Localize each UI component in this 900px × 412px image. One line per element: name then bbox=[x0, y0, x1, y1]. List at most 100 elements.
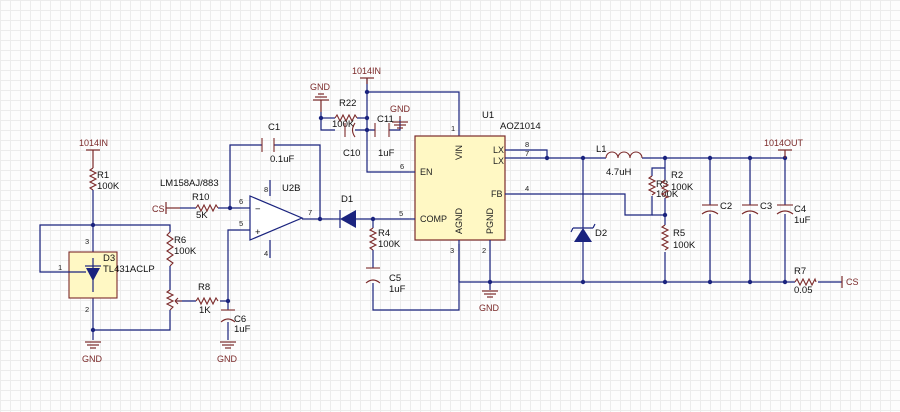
resistor-r1[interactable]: R1 100K bbox=[88, 167, 120, 195]
u1-pin-num-en: 6 bbox=[400, 162, 404, 171]
r22-value: 100K bbox=[332, 119, 355, 130]
gnd-label-d3: GND bbox=[82, 354, 103, 364]
u1-part: AOZ1014 bbox=[500, 121, 541, 132]
u1-ref: U1 bbox=[482, 110, 494, 121]
r7-ref: R7 bbox=[794, 266, 806, 277]
u2b-pin-vminus: 4 bbox=[264, 249, 268, 258]
d3-pin-ref: 1 bbox=[58, 263, 62, 272]
ic-d3-tl431[interactable]: D3 TL431ACLP 1 3 2 bbox=[58, 237, 155, 314]
r10-value: 5K bbox=[196, 210, 208, 221]
r3-value: 100K bbox=[656, 189, 679, 200]
r7-value: 0.05 bbox=[794, 285, 813, 296]
junction-dots bbox=[90, 89, 788, 333]
r5-ref: R5 bbox=[673, 228, 685, 239]
u1-pin-fb-label: FB bbox=[491, 189, 503, 199]
r3-ref: R3 bbox=[656, 179, 668, 190]
capacitor-c2[interactable]: C2 bbox=[701, 201, 732, 215]
r4-ref: R4 bbox=[378, 228, 390, 239]
resistor-r7[interactable]: R7 0.05 bbox=[794, 266, 817, 296]
gnd-symbol-c6[interactable]: GND bbox=[217, 341, 238, 364]
r1-value: 100K bbox=[97, 181, 120, 192]
r5-value: 100K bbox=[673, 240, 696, 251]
ic-u1-aoz1014[interactable]: U1 AOZ1014 EN COMP LX LX FB VIN AGND PGN… bbox=[399, 110, 541, 255]
c2-ref: C2 bbox=[720, 201, 732, 212]
net-label-1014out: 1014OUT bbox=[764, 138, 804, 148]
gnd-label-c6: GND bbox=[217, 354, 238, 364]
resistor-r2[interactable]: R2 100K bbox=[660, 170, 694, 199]
gnd-symbol-top-left[interactable]: GND bbox=[310, 82, 331, 112]
u1-pin-num-fb: 4 bbox=[525, 184, 529, 193]
u1-pin-num-lx1: 8 bbox=[525, 140, 529, 149]
capacitor-c6[interactable]: C6 1uF bbox=[220, 309, 251, 335]
c3-ref: C3 bbox=[760, 201, 772, 212]
d3-part: TL431ACLP bbox=[103, 264, 155, 275]
power-port-1014out[interactable]: 1014OUT bbox=[764, 138, 804, 158]
resistor-r3[interactable]: R3 100K bbox=[647, 175, 679, 200]
c4-ref: C4 bbox=[794, 204, 806, 215]
gnd-label-top-right: GND bbox=[390, 104, 411, 114]
c1-ref: C1 bbox=[268, 122, 280, 133]
gnd-symbol-d3[interactable]: GND bbox=[82, 341, 103, 364]
c6-value: 1uF bbox=[234, 324, 251, 335]
cs-label-left: CS bbox=[152, 204, 165, 214]
resistor-r4[interactable]: R4 100K bbox=[368, 227, 401, 251]
net-label-1014in-left: 1014IN bbox=[79, 138, 108, 148]
resistor-r6[interactable]: R6 100K bbox=[166, 231, 197, 268]
c6-ref: C6 bbox=[234, 314, 246, 325]
r6-value: 100K bbox=[174, 246, 197, 257]
u1-pin-num-agnd: 3 bbox=[450, 246, 454, 255]
r6-ref: R6 bbox=[174, 235, 186, 246]
u1-pin-num-comp: 5 bbox=[399, 209, 403, 218]
u1-pin-vin-label: VIN bbox=[454, 145, 464, 160]
capacitor-c5[interactable]: C5 1uF bbox=[365, 267, 406, 295]
power-port-1014in-left[interactable]: 1014IN bbox=[79, 138, 108, 168]
cs-label-right: CS bbox=[846, 277, 859, 287]
gnd-symbol-u1[interactable]: GND bbox=[479, 290, 500, 313]
potentiometer-r6-wiper[interactable] bbox=[165, 289, 182, 311]
capacitor-c4[interactable]: C4 1uF bbox=[776, 204, 811, 226]
u2b-part: LM158AJ/883 bbox=[160, 178, 219, 189]
diode-d2[interactable]: D2 bbox=[570, 222, 607, 244]
r2-value: 100K bbox=[671, 182, 694, 193]
cs-port-right[interactable]: CS bbox=[841, 276, 859, 288]
u1-pin-comp-label: COMP bbox=[420, 214, 447, 224]
diode-d1[interactable]: D1 bbox=[333, 194, 360, 228]
c4-value: 1uF bbox=[794, 215, 811, 226]
r22-ref: R22 bbox=[339, 98, 356, 109]
capacitor-c1[interactable]: C1 0.1uF bbox=[261, 122, 294, 165]
d1-ref: D1 bbox=[341, 194, 353, 205]
gnd-symbol-top-right[interactable]: GND bbox=[390, 104, 411, 129]
power-port-1014in-top[interactable]: 1014IN bbox=[352, 66, 381, 84]
u1-pin-lx1-label: LX bbox=[493, 145, 504, 155]
u1-pin-num-pgnd: 2 bbox=[482, 246, 486, 255]
l1-ref: L1 bbox=[596, 144, 607, 155]
cs-port-left[interactable]: CS bbox=[152, 202, 180, 214]
gnd-label-top-left: GND bbox=[310, 82, 331, 92]
r8-value: 1K bbox=[199, 305, 211, 316]
c5-ref: C5 bbox=[389, 273, 401, 284]
c11-value: 1uF bbox=[378, 148, 395, 159]
u1-pin-agnd-label: AGND bbox=[454, 207, 464, 234]
r1-ref: R1 bbox=[97, 170, 109, 181]
r10-ref: R10 bbox=[192, 192, 209, 203]
u2b-pin-inv: 6 bbox=[239, 197, 243, 206]
d3-ref: D3 bbox=[103, 253, 115, 264]
capacitor-c3[interactable]: C3 bbox=[741, 201, 772, 215]
c11-ref: C11 bbox=[377, 114, 394, 125]
resistor-r10[interactable]: R10 5K bbox=[192, 192, 219, 221]
u2b-plus-sign: + bbox=[255, 227, 261, 238]
resistor-r22[interactable]: R22 100K bbox=[332, 98, 358, 130]
r8-ref: R8 bbox=[198, 282, 210, 293]
capacitor-c10[interactable]: C10 bbox=[343, 122, 360, 159]
inductor-l1[interactable]: L1 4.7uH bbox=[596, 144, 643, 178]
resistor-r8[interactable]: R8 1K bbox=[195, 282, 219, 316]
c5-value: 1uF bbox=[389, 284, 406, 295]
u2b-ref: U2B bbox=[282, 183, 300, 194]
opamp-u2b[interactable]: − + U2B LM158AJ/883 6 5 7 8 4 bbox=[160, 178, 312, 258]
u2b-pin-vplus: 8 bbox=[264, 185, 268, 194]
r4-value: 100K bbox=[378, 239, 401, 250]
resistor-r5[interactable]: R5 100K bbox=[660, 224, 696, 251]
capacitor-c11[interactable]: C11 1uF bbox=[374, 114, 395, 159]
